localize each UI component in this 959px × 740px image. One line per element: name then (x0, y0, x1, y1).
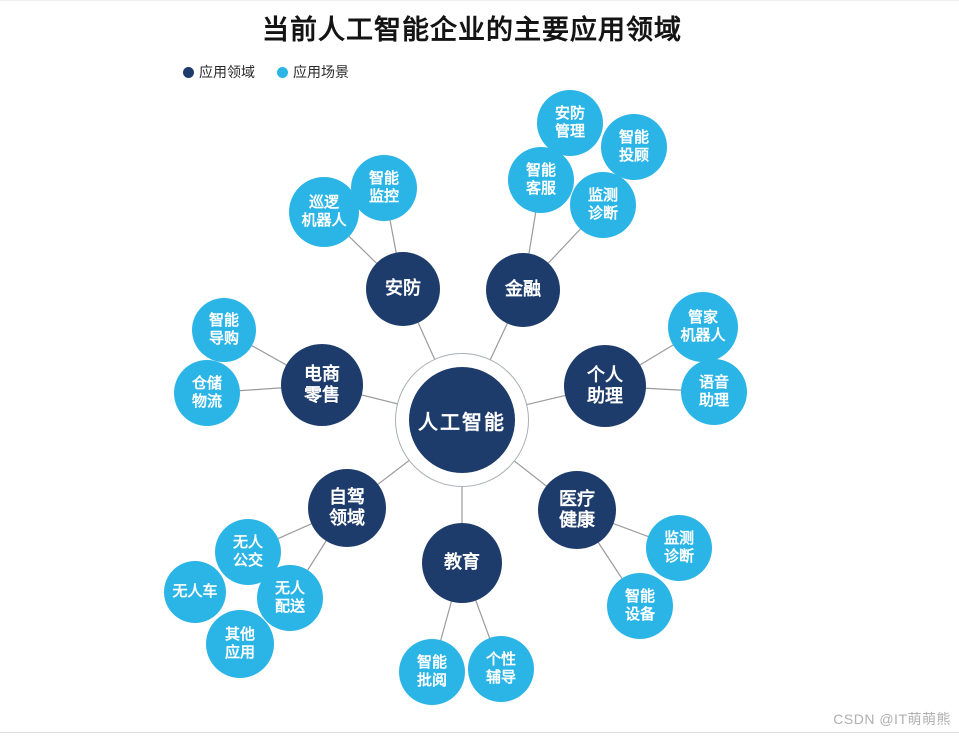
scenario-node-monitoring-diagnosis-finance: 监测 诊断 (570, 172, 636, 238)
legend-light-dot-icon (277, 66, 288, 78)
scenario-node-other-applications: 其他 应用 (206, 610, 274, 678)
legend-label-application-field: 应用领域 (199, 64, 255, 80)
legend-dark-dot-icon (183, 66, 194, 78)
bottom-divider (0, 732, 959, 733)
scenario-node-monitoring-diagnosis-health: 监测 诊断 (646, 515, 712, 581)
category-node-finance: 金融 (486, 253, 560, 327)
scenario-node-driverless-delivery: 无人 配送 (257, 565, 323, 631)
top-divider (0, 0, 959, 1)
category-node-education: 教育 (422, 523, 502, 603)
category-node-healthcare: 医疗 健康 (538, 471, 616, 549)
scenario-node-smart-grading: 智能 批阅 (399, 639, 465, 705)
scenario-node-smart-devices: 智能 设备 (607, 573, 673, 639)
watermark: CSDN @IT萌萌熊 (833, 711, 951, 727)
scenario-node-smart-shopping-guide: 智能 导购 (192, 298, 256, 362)
center-hub-ring: 人工智能 (395, 353, 529, 487)
scenario-node-patrol-robot: 巡逻 机器人 (289, 177, 359, 247)
scenario-node-robo-advisor: 智能 投顾 (601, 114, 667, 180)
scenario-node-smart-customer-service: 智能 客服 (508, 147, 574, 213)
page-title: 当前人工智能企业的主要应用领域 (262, 15, 682, 45)
center-node-artificial-intelligence: 人工智能 (409, 367, 515, 473)
scenario-node-personalized-tutoring: 个性 辅导 (468, 636, 534, 702)
scenario-node-security-management: 安防 管理 (537, 90, 603, 156)
legend: 应用领域 应用场景 (183, 62, 349, 82)
scenario-node-voice-assistant: 语音 助理 (681, 359, 747, 425)
scenario-node-driverless-car: 无人车 (164, 561, 226, 623)
category-node-self-driving: 自驾 领域 (308, 469, 386, 547)
legend-item-application-field: 应用领域 (183, 62, 255, 82)
category-node-security: 安防 (366, 252, 440, 326)
scenario-node-warehouse-logistics: 仓储 物流 (174, 360, 240, 426)
scenario-node-smart-surveillance: 智能 监控 (351, 155, 417, 221)
scenario-node-butler-robot: 管家 机器人 (668, 292, 738, 362)
legend-label-application-scenario: 应用场景 (293, 64, 349, 80)
category-node-personal-assistant: 个人 助理 (564, 345, 646, 427)
category-node-ecommerce-retail: 电商 零售 (281, 344, 363, 426)
legend-item-application-scenario: 应用场景 (277, 62, 349, 82)
